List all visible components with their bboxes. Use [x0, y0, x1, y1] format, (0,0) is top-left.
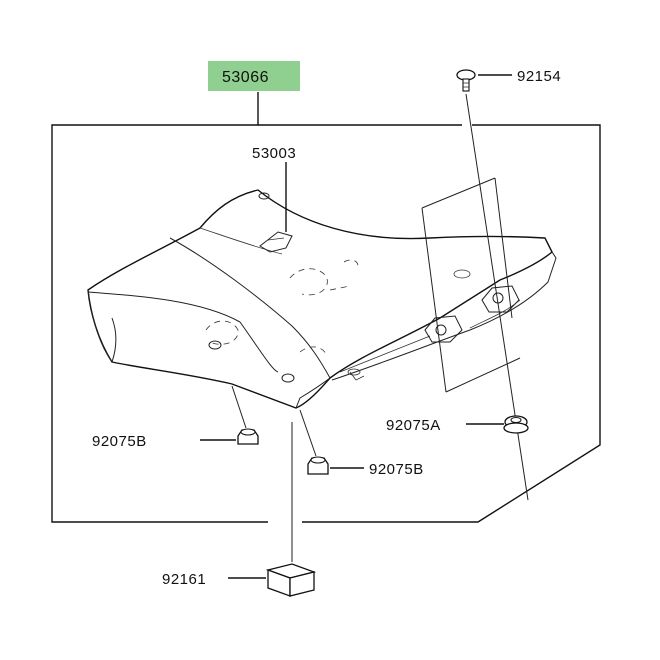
damper-right[interactable]: [307, 456, 329, 475]
bolt[interactable]: [456, 69, 476, 92]
assembly-label[interactable]: 53066: [208, 61, 300, 91]
part-label-damper-right: 92075B: [369, 461, 424, 478]
part-label-bolt: 92154: [517, 68, 561, 85]
seat-pan-drawing: [87, 189, 557, 409]
assembly-axis-line: [231, 385, 247, 429]
assembly-axis-line: [299, 409, 317, 457]
assembly-label-text: 53066: [222, 69, 269, 86]
part-label-grommet: 92075A: [386, 417, 441, 434]
part-label-pad: 92161: [162, 571, 206, 588]
bolt-zone-frame: [421, 177, 521, 393]
pad[interactable]: [265, 563, 317, 597]
assembly-frame: [51, 92, 601, 523]
damper-left[interactable]: [237, 428, 259, 445]
part-label-damper-left: 92075B: [92, 433, 147, 450]
part-label-seat-pan: 53003: [252, 145, 296, 162]
assembly-axis-line: [465, 93, 529, 501]
mounting-boss: [424, 315, 463, 343]
assembly-label-highlight: [208, 61, 300, 91]
grommet[interactable]: [503, 415, 529, 434]
